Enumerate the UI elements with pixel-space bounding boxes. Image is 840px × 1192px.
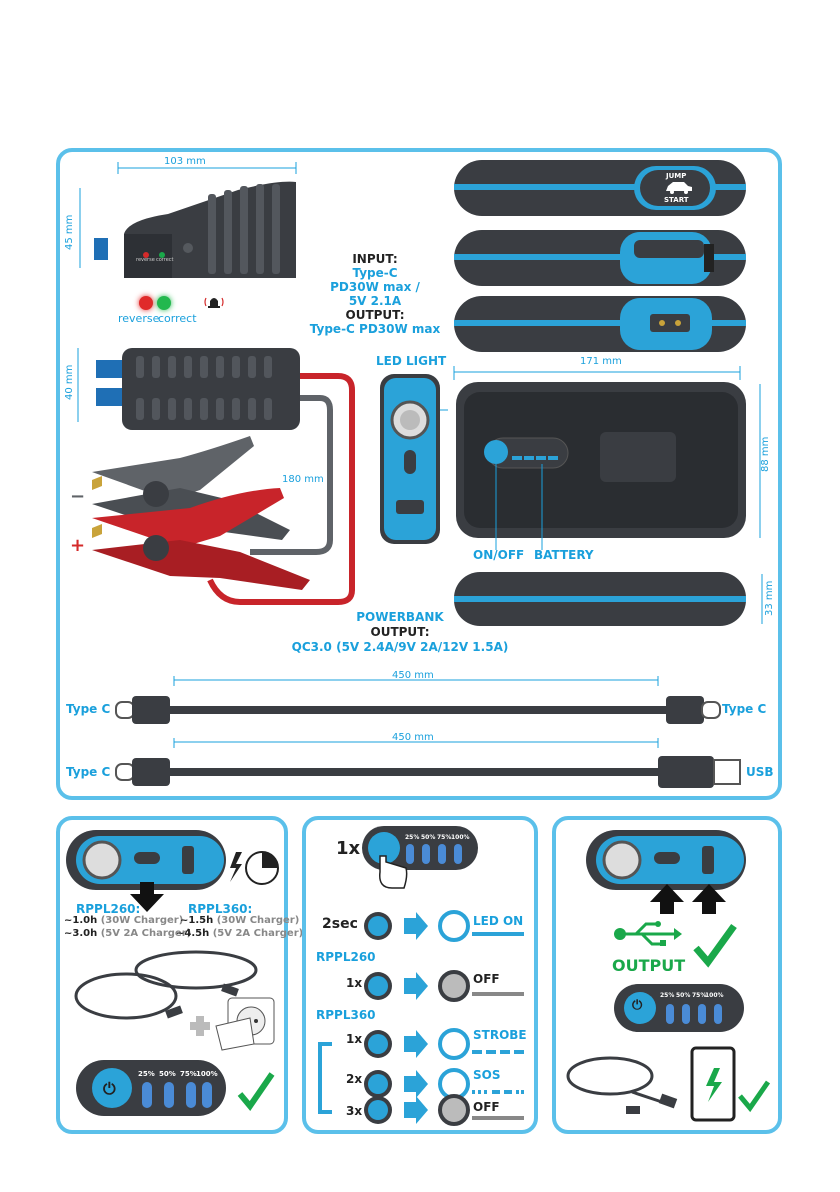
off-label-1: OFF bbox=[473, 972, 500, 986]
cable2-length: 450 mm bbox=[392, 732, 434, 743]
output-pct-50: 50% bbox=[676, 992, 691, 999]
rppl260-line2: ~3.0h (5V 2A Charger) bbox=[64, 928, 192, 939]
clamp-cables-illustration bbox=[77, 348, 355, 605]
input-line3: 5V 2.1A bbox=[348, 294, 402, 308]
dim-depth: 33 mm bbox=[764, 580, 775, 616]
rppl360-title: RPPL360: bbox=[188, 902, 253, 916]
led-light-label: LED LIGHT bbox=[376, 354, 447, 368]
rppl260-line1: ~1.0h (30W Charger) bbox=[64, 915, 184, 926]
charge-pct-100: 100% bbox=[196, 1070, 218, 1078]
alarm-bell-icon bbox=[204, 297, 224, 308]
led-on-label: LED ON bbox=[473, 914, 524, 928]
rppl360-section: RPPL360 bbox=[316, 1008, 376, 1022]
charge-pct-50: 50% bbox=[159, 1070, 176, 1078]
output-led-indicator bbox=[614, 984, 744, 1032]
charge-led-indicator bbox=[76, 1060, 275, 1116]
output-label: OUTPUT bbox=[612, 956, 686, 975]
output-power-icon: ⏻ bbox=[632, 998, 643, 1013]
battery-label: BATTERY bbox=[534, 548, 594, 562]
sos-label: SOS bbox=[473, 1068, 501, 1082]
cable-typec-typec bbox=[115, 676, 721, 724]
rppl260-section: RPPL260 bbox=[316, 950, 376, 964]
device-front-view bbox=[453, 366, 761, 550]
output-cable-phone bbox=[566, 1046, 771, 1122]
cable2-right-label: USB bbox=[746, 765, 774, 779]
device-side-view bbox=[380, 374, 448, 544]
rppl260-1x: 1x bbox=[346, 976, 363, 990]
small-reverse-label: reverse bbox=[136, 257, 155, 263]
correct-label: correct bbox=[158, 312, 197, 325]
rppl360-2x: 2x bbox=[346, 1072, 363, 1086]
rppl360-line1: ~1.5h (30W Charger) bbox=[180, 915, 300, 926]
light-pct-50: 50% bbox=[421, 834, 436, 841]
charge-port-closeup bbox=[66, 830, 279, 912]
rppl360-3x: 3x bbox=[346, 1104, 363, 1118]
output-check-icon bbox=[693, 923, 737, 968]
output-title: OUTPUT: bbox=[345, 308, 405, 322]
input-line2: PD30W max / bbox=[330, 280, 420, 294]
powerbank-spec: QC3.0 (5V 2.4A/9V 2A/12V 1.5A) bbox=[291, 640, 509, 654]
powerbank-label: POWERBANK bbox=[356, 610, 444, 624]
device-top-profiles bbox=[454, 160, 746, 352]
light-pct-100: 100% bbox=[451, 834, 470, 841]
powerbank-output-title: OUTPUT: bbox=[370, 625, 430, 639]
charge-pct-25: 25% bbox=[138, 1070, 155, 1078]
off-label-2: OFF bbox=[473, 1100, 500, 1114]
usb-icon bbox=[614, 921, 682, 946]
car-icon bbox=[666, 182, 692, 194]
dim-height: 88 mm bbox=[760, 436, 771, 472]
input-title: INPUT: bbox=[352, 252, 398, 266]
reverse-label: reverse bbox=[118, 312, 160, 325]
start-label: START bbox=[664, 196, 689, 204]
cable1-left-label: Type C bbox=[66, 702, 111, 716]
cable1-right-label: Type C bbox=[722, 702, 767, 716]
cable2-left-label: Type C bbox=[66, 765, 111, 779]
light-mode-rows bbox=[318, 910, 524, 1126]
correct-led-icon bbox=[157, 296, 171, 310]
strobe-label: STROBE bbox=[473, 1028, 527, 1042]
jump-label: JUMP bbox=[666, 172, 687, 180]
press-1x-label: 1x bbox=[336, 838, 361, 859]
device-bottom-profile bbox=[454, 572, 763, 626]
light-pct-25: 25% bbox=[405, 834, 420, 841]
dim-clamp-width: 103 mm bbox=[164, 156, 206, 167]
dim-plug-height: 40 mm bbox=[64, 364, 75, 400]
cable1-length: 450 mm bbox=[392, 670, 434, 681]
minus-sign: − bbox=[70, 486, 86, 507]
input-line1: Type-C bbox=[352, 266, 398, 280]
output-port-closeup bbox=[586, 830, 746, 914]
power-icon: ⏻ bbox=[103, 1079, 116, 1098]
cable-typec-usb bbox=[115, 738, 741, 788]
dim-width: 171 mm bbox=[580, 356, 622, 367]
dim-cable-length: 180 mm bbox=[282, 474, 324, 485]
on-off-label: ON/OFF bbox=[473, 548, 525, 562]
small-correct-label: correct bbox=[156, 257, 174, 263]
press-button-illustration bbox=[362, 826, 478, 889]
dim-clamp-height: 45 mm bbox=[64, 214, 75, 250]
reverse-polarity-box bbox=[79, 162, 297, 278]
rppl360-1x: 1x bbox=[346, 1032, 363, 1046]
charge-pct-75: 75% bbox=[180, 1070, 197, 1078]
charging-cable-icon bbox=[74, 950, 275, 1051]
reverse-led-icon bbox=[139, 296, 153, 310]
rppl260-title: RPPL260: bbox=[76, 902, 141, 916]
output-pct-25: 25% bbox=[660, 992, 675, 999]
output-pct-100: 100% bbox=[705, 992, 724, 999]
light-pct-75: 75% bbox=[437, 834, 452, 841]
output-pct-75: 75% bbox=[692, 992, 707, 999]
plus-sign: + bbox=[70, 535, 86, 556]
output-line1: Type-C PD30W max bbox=[309, 322, 441, 336]
hold-2sec-label: 2sec bbox=[322, 916, 358, 932]
rppl360-line2: ~4.5h (5V 2A Charger) bbox=[176, 928, 304, 939]
